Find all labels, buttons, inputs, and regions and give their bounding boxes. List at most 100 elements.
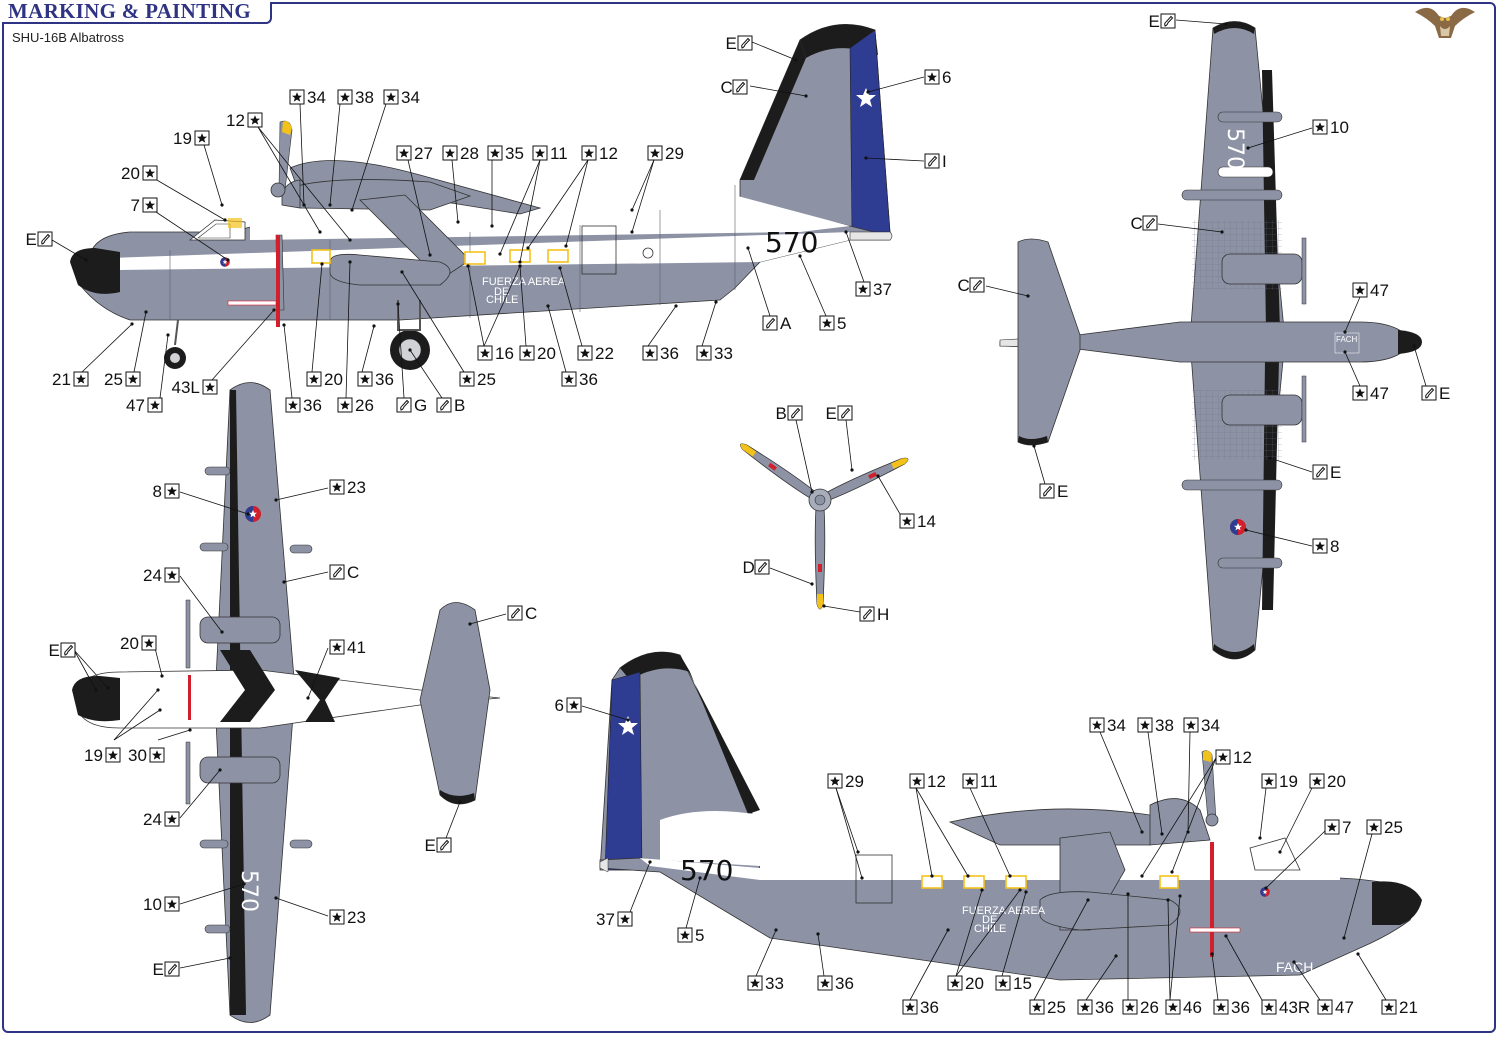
leader-dot (428, 253, 432, 257)
leader-line (1033, 445, 1046, 485)
callout-side-top-25: 36 (282, 323, 322, 415)
leader-line (1167, 899, 1171, 1001)
callout-side-bottom-22: 46 (1165, 894, 1202, 1017)
decal-star-icon (306, 371, 322, 387)
leader-line (955, 889, 983, 977)
leader-line (1085, 955, 1117, 1001)
decal-star-icon (105, 747, 121, 763)
callout-label: 5 (837, 314, 846, 333)
callout-label: I (942, 152, 947, 171)
leader-dot (166, 333, 170, 337)
wing-serial-top: 570 (1222, 128, 1247, 170)
callout-label: C (958, 276, 970, 295)
leader-dot (1026, 294, 1030, 298)
leader-dot (930, 874, 934, 878)
leader-line (299, 103, 305, 206)
leader-line (397, 303, 405, 399)
callout-label: E (1149, 12, 1160, 31)
callout-label: 16 (495, 344, 514, 363)
callout-label: 36 (579, 370, 598, 389)
callout-label: 12 (226, 111, 245, 130)
leader-line (1279, 787, 1313, 853)
callout-propeller-3: D (743, 558, 814, 586)
callout-side-bottom-2: 12 (909, 772, 970, 878)
callout-propeller-1: E (826, 404, 854, 472)
callout-label: E (425, 836, 436, 855)
decal-star-icon (285, 397, 301, 413)
callout-bottom-view-10: 24 (143, 768, 222, 829)
leader-dot (1268, 456, 1272, 460)
leader-line (519, 265, 527, 347)
leader-dot (1224, 934, 1228, 938)
callout-label: 19 (173, 129, 192, 148)
leader-dot (1166, 898, 1170, 902)
paint-brush-icon (762, 315, 778, 331)
callout-label: 10 (143, 895, 162, 914)
leader-dot (714, 300, 718, 304)
callout-label: C (721, 78, 733, 97)
callout-side-top-26: 20 (306, 262, 343, 389)
callout-label: 43L (172, 378, 200, 397)
leader-dot (158, 708, 162, 712)
leader-dot (1278, 850, 1282, 854)
leader-dot (1356, 952, 1360, 956)
leader-line (755, 929, 777, 977)
callout-label: 26 (1140, 998, 1159, 1017)
leader-dot (160, 674, 164, 678)
leader-dot (468, 622, 472, 626)
callout-side-bottom-10: 7 (1264, 818, 1351, 890)
callout-side-bottom-16: 36 (902, 928, 950, 1017)
callout-side-top-28: 26 (337, 260, 374, 415)
leader-dot (466, 264, 470, 268)
leader-dot (1342, 936, 1346, 940)
paint-brush-icon (859, 606, 875, 622)
leader-line (581, 705, 629, 721)
leader-line (149, 175, 226, 221)
decal-star-icon (1183, 717, 1199, 733)
leader-dot (456, 220, 460, 224)
decal-star-icon (1029, 999, 1045, 1015)
leader-dot (1343, 350, 1347, 354)
leader-dot (1343, 330, 1347, 334)
leader-line (283, 571, 329, 583)
leader-dot (218, 768, 222, 772)
callout-label: 33 (765, 974, 784, 993)
leader-line (1344, 351, 1361, 387)
callout-side-top-6: 34 (350, 88, 420, 212)
leader-line (867, 76, 925, 93)
decal-star-icon (1077, 999, 1093, 1015)
leader-line (1169, 895, 1181, 1001)
decal-star-icon (1122, 999, 1138, 1015)
callout-label: 23 (347, 478, 366, 497)
leader-line (179, 491, 249, 515)
decal-star-icon (995, 975, 1011, 991)
title-box: MARKING & PAINTING (2, 0, 272, 24)
leader-dot (526, 246, 530, 250)
callout-label: 36 (1231, 998, 1250, 1017)
leader-dot (866, 90, 870, 94)
decal-star-icon (142, 165, 158, 181)
callout-bottom-view-6: 41 (306, 638, 366, 700)
leader-line (73, 649, 109, 689)
callout-bottom-view-3: 24 (143, 566, 224, 634)
callout-propeller-2: 14 (876, 474, 936, 531)
leader-dot (1032, 444, 1036, 448)
leader-dot (856, 850, 860, 854)
top-view: 570 FACH (999, 21, 1422, 660)
decal-star-icon (827, 773, 843, 789)
callout-side-top-15: 11 (498, 144, 568, 264)
callout-label: E (1057, 482, 1068, 501)
leader-dot (228, 956, 232, 960)
callout-label: H (877, 605, 889, 624)
wing-serial-underside: 570 (236, 870, 261, 912)
decal-star-icon (164, 896, 180, 912)
paint-brush-icon (969, 277, 985, 293)
leader-line (877, 475, 901, 515)
paint-brush-icon (329, 564, 345, 580)
leader-line (499, 159, 541, 255)
callout-label: G (414, 396, 427, 415)
leader-line (351, 103, 387, 211)
leader-line (329, 103, 341, 206)
leader-dot (558, 266, 562, 270)
paint-brush-icon (1421, 385, 1437, 401)
